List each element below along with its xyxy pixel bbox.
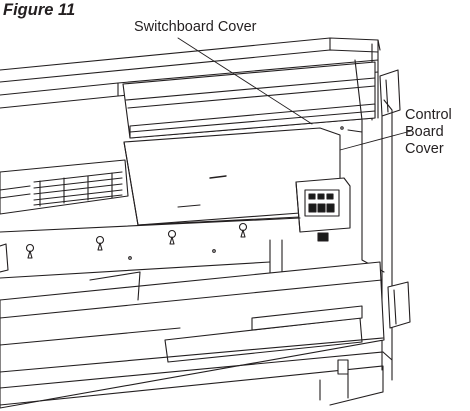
leader-lines xyxy=(177,37,412,151)
keyhole-slot xyxy=(25,243,35,259)
keyhole-slot xyxy=(238,222,248,238)
label-control-board-cover-line1: Control xyxy=(405,107,452,123)
figure-title: Figure 11 xyxy=(3,1,76,19)
keyhole-slot xyxy=(167,229,177,245)
control-box-housing xyxy=(123,127,341,226)
vent-grill xyxy=(0,159,129,215)
leader-switchboard-cover xyxy=(177,37,313,125)
switchboard-cover xyxy=(122,61,376,151)
lower-cabinet xyxy=(0,261,393,409)
backplate xyxy=(0,217,301,281)
label-control-board-cover-line2: Board xyxy=(405,124,444,140)
control-board-cover xyxy=(295,177,351,242)
label-control-board-cover-line3: Cover xyxy=(405,141,444,157)
right-bracket-top xyxy=(379,69,401,117)
label-switchboard-cover: Switchboard Cover xyxy=(134,19,257,35)
keyhole-slot xyxy=(95,235,105,251)
label-control-board-cover: Control Board Cover xyxy=(405,107,452,158)
leader-control-board-cover xyxy=(339,130,412,151)
right-bracket-bottom xyxy=(387,281,411,329)
